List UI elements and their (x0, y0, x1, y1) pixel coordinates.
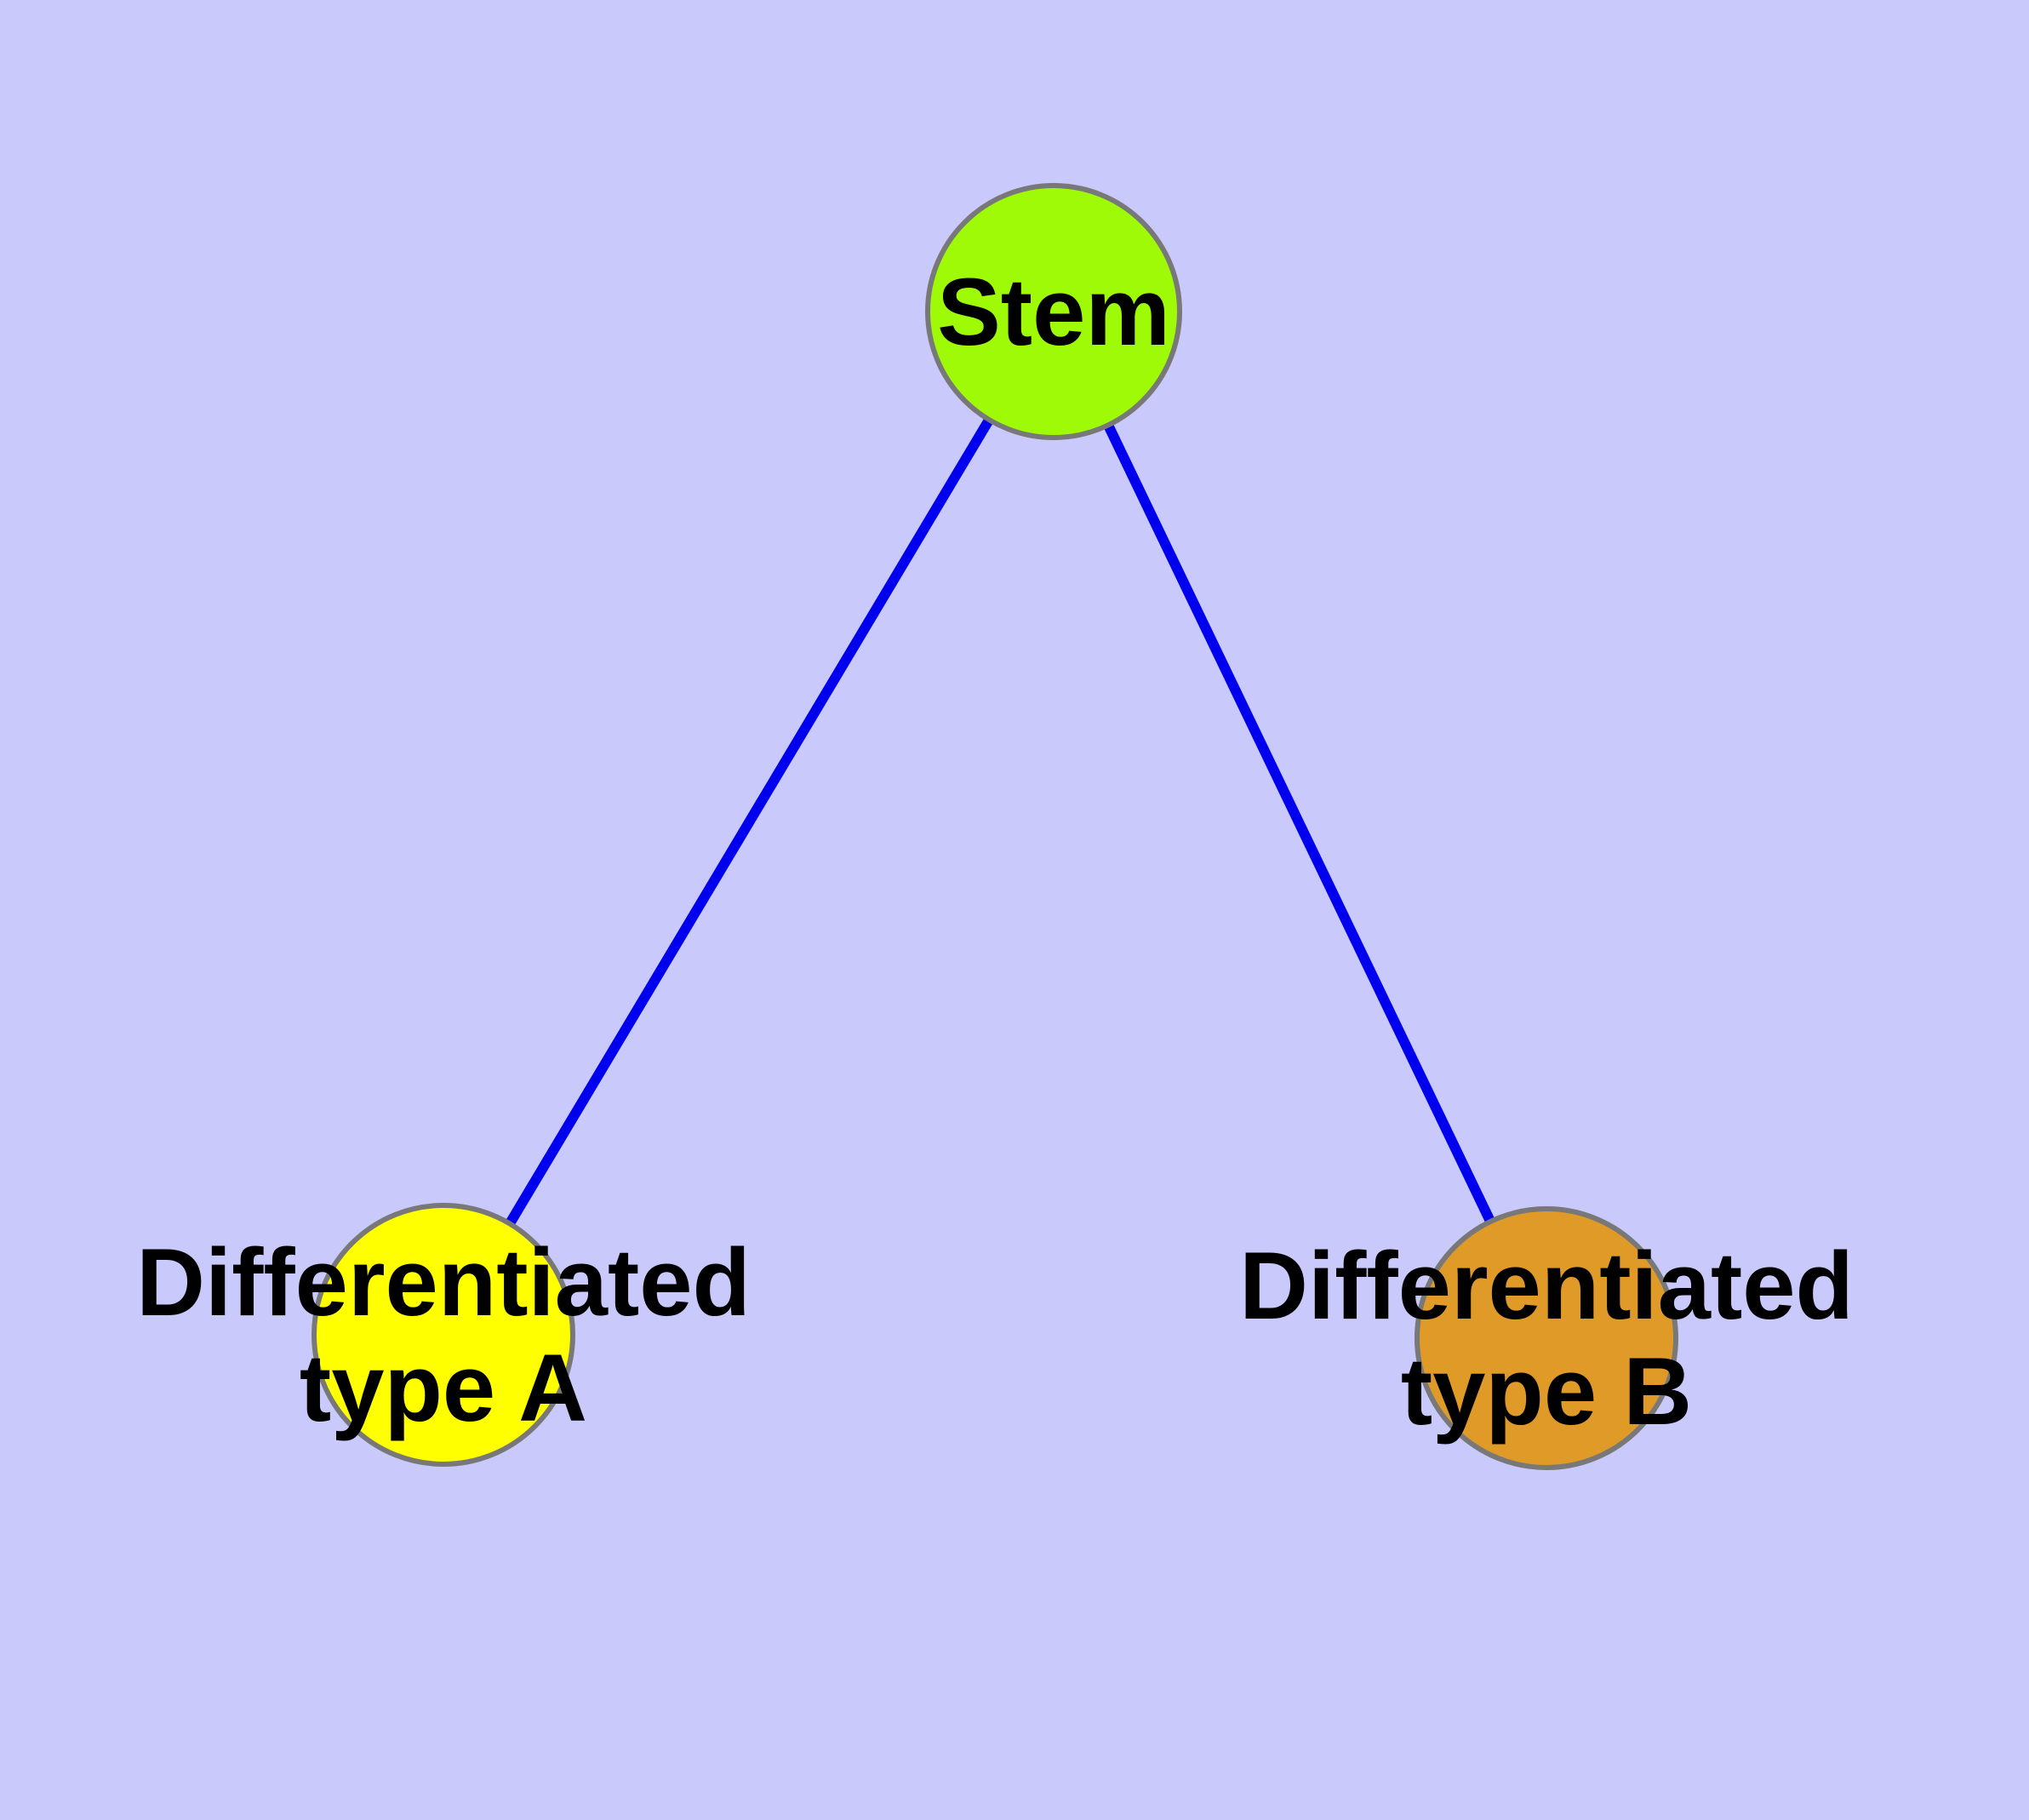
edge-stem-to-diff-a[interactable] (438, 308, 1059, 1338)
node-stem[interactable]: Stem (925, 183, 1182, 440)
node-label-line: type B (1401, 1338, 1692, 1445)
node-circle-stem[interactable] (925, 183, 1182, 440)
node-label-stem: Stem (937, 259, 1170, 365)
node-circle-diff-a[interactable] (311, 1203, 575, 1467)
node-label-line: Stem (937, 259, 1170, 365)
node-label-line: Differentiated (136, 1229, 751, 1336)
edges-layer (438, 308, 1552, 1341)
node-circle-diff-b[interactable] (1415, 1206, 1678, 1470)
edge-stem-to-diff-b[interactable] (1049, 309, 1552, 1341)
node-label-line: Differentiated (1239, 1233, 1854, 1339)
node-label-line: type A (300, 1335, 587, 1441)
